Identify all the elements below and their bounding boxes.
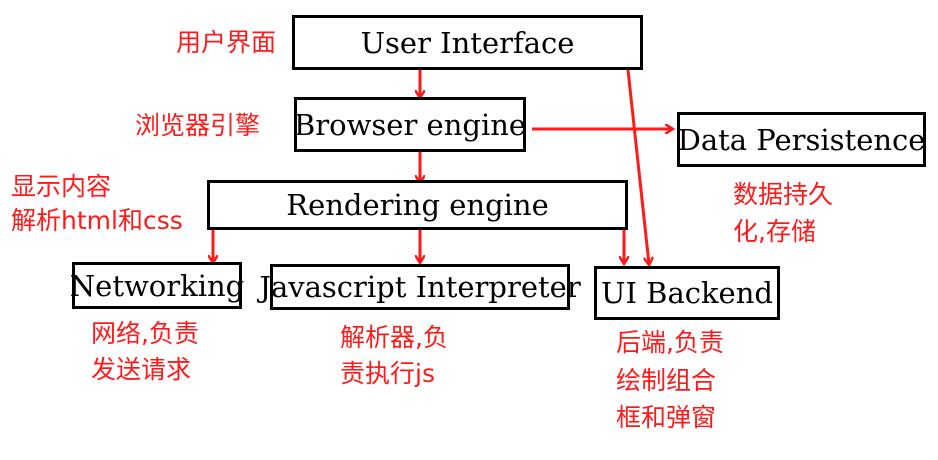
networking-box: Networking (70, 262, 244, 309)
note-rendering-line2: 解析html和css (11, 206, 183, 235)
note-backend-line2: 绘制组合 (616, 366, 717, 395)
arrow-ui-to-backend (626, 69, 649, 264)
note-data-line1: 数据持久 (733, 180, 834, 209)
note-user-interface: 用户界面 (176, 28, 277, 57)
note-js-line1: 解析器,负 (340, 323, 448, 352)
note-backend-line1: 后端,负责 (616, 328, 724, 357)
note-data-line2: 化,存储 (733, 217, 816, 246)
ui-backend-box: UI Backend (594, 266, 780, 320)
user-interface-box: User Interface (292, 15, 643, 70)
note-rendering-line1: 显示内容 (11, 172, 112, 201)
note-browser-engine: 浏览器引擎 (135, 111, 261, 140)
data-persistence-box: Data Persistence (677, 112, 926, 167)
browser-engine-box: Browser engine (294, 97, 526, 152)
rendering-engine-box: Rendering engine (207, 180, 628, 230)
note-js-line2: 责执行js (340, 359, 435, 388)
note-backend-line3: 框和弹窗 (616, 403, 717, 432)
note-networking-line1: 网络,负责 (91, 319, 199, 348)
javascript-interpreter-box: Javascript Interpreter (259, 264, 581, 310)
note-networking-line2: 发送请求 (91, 355, 192, 384)
